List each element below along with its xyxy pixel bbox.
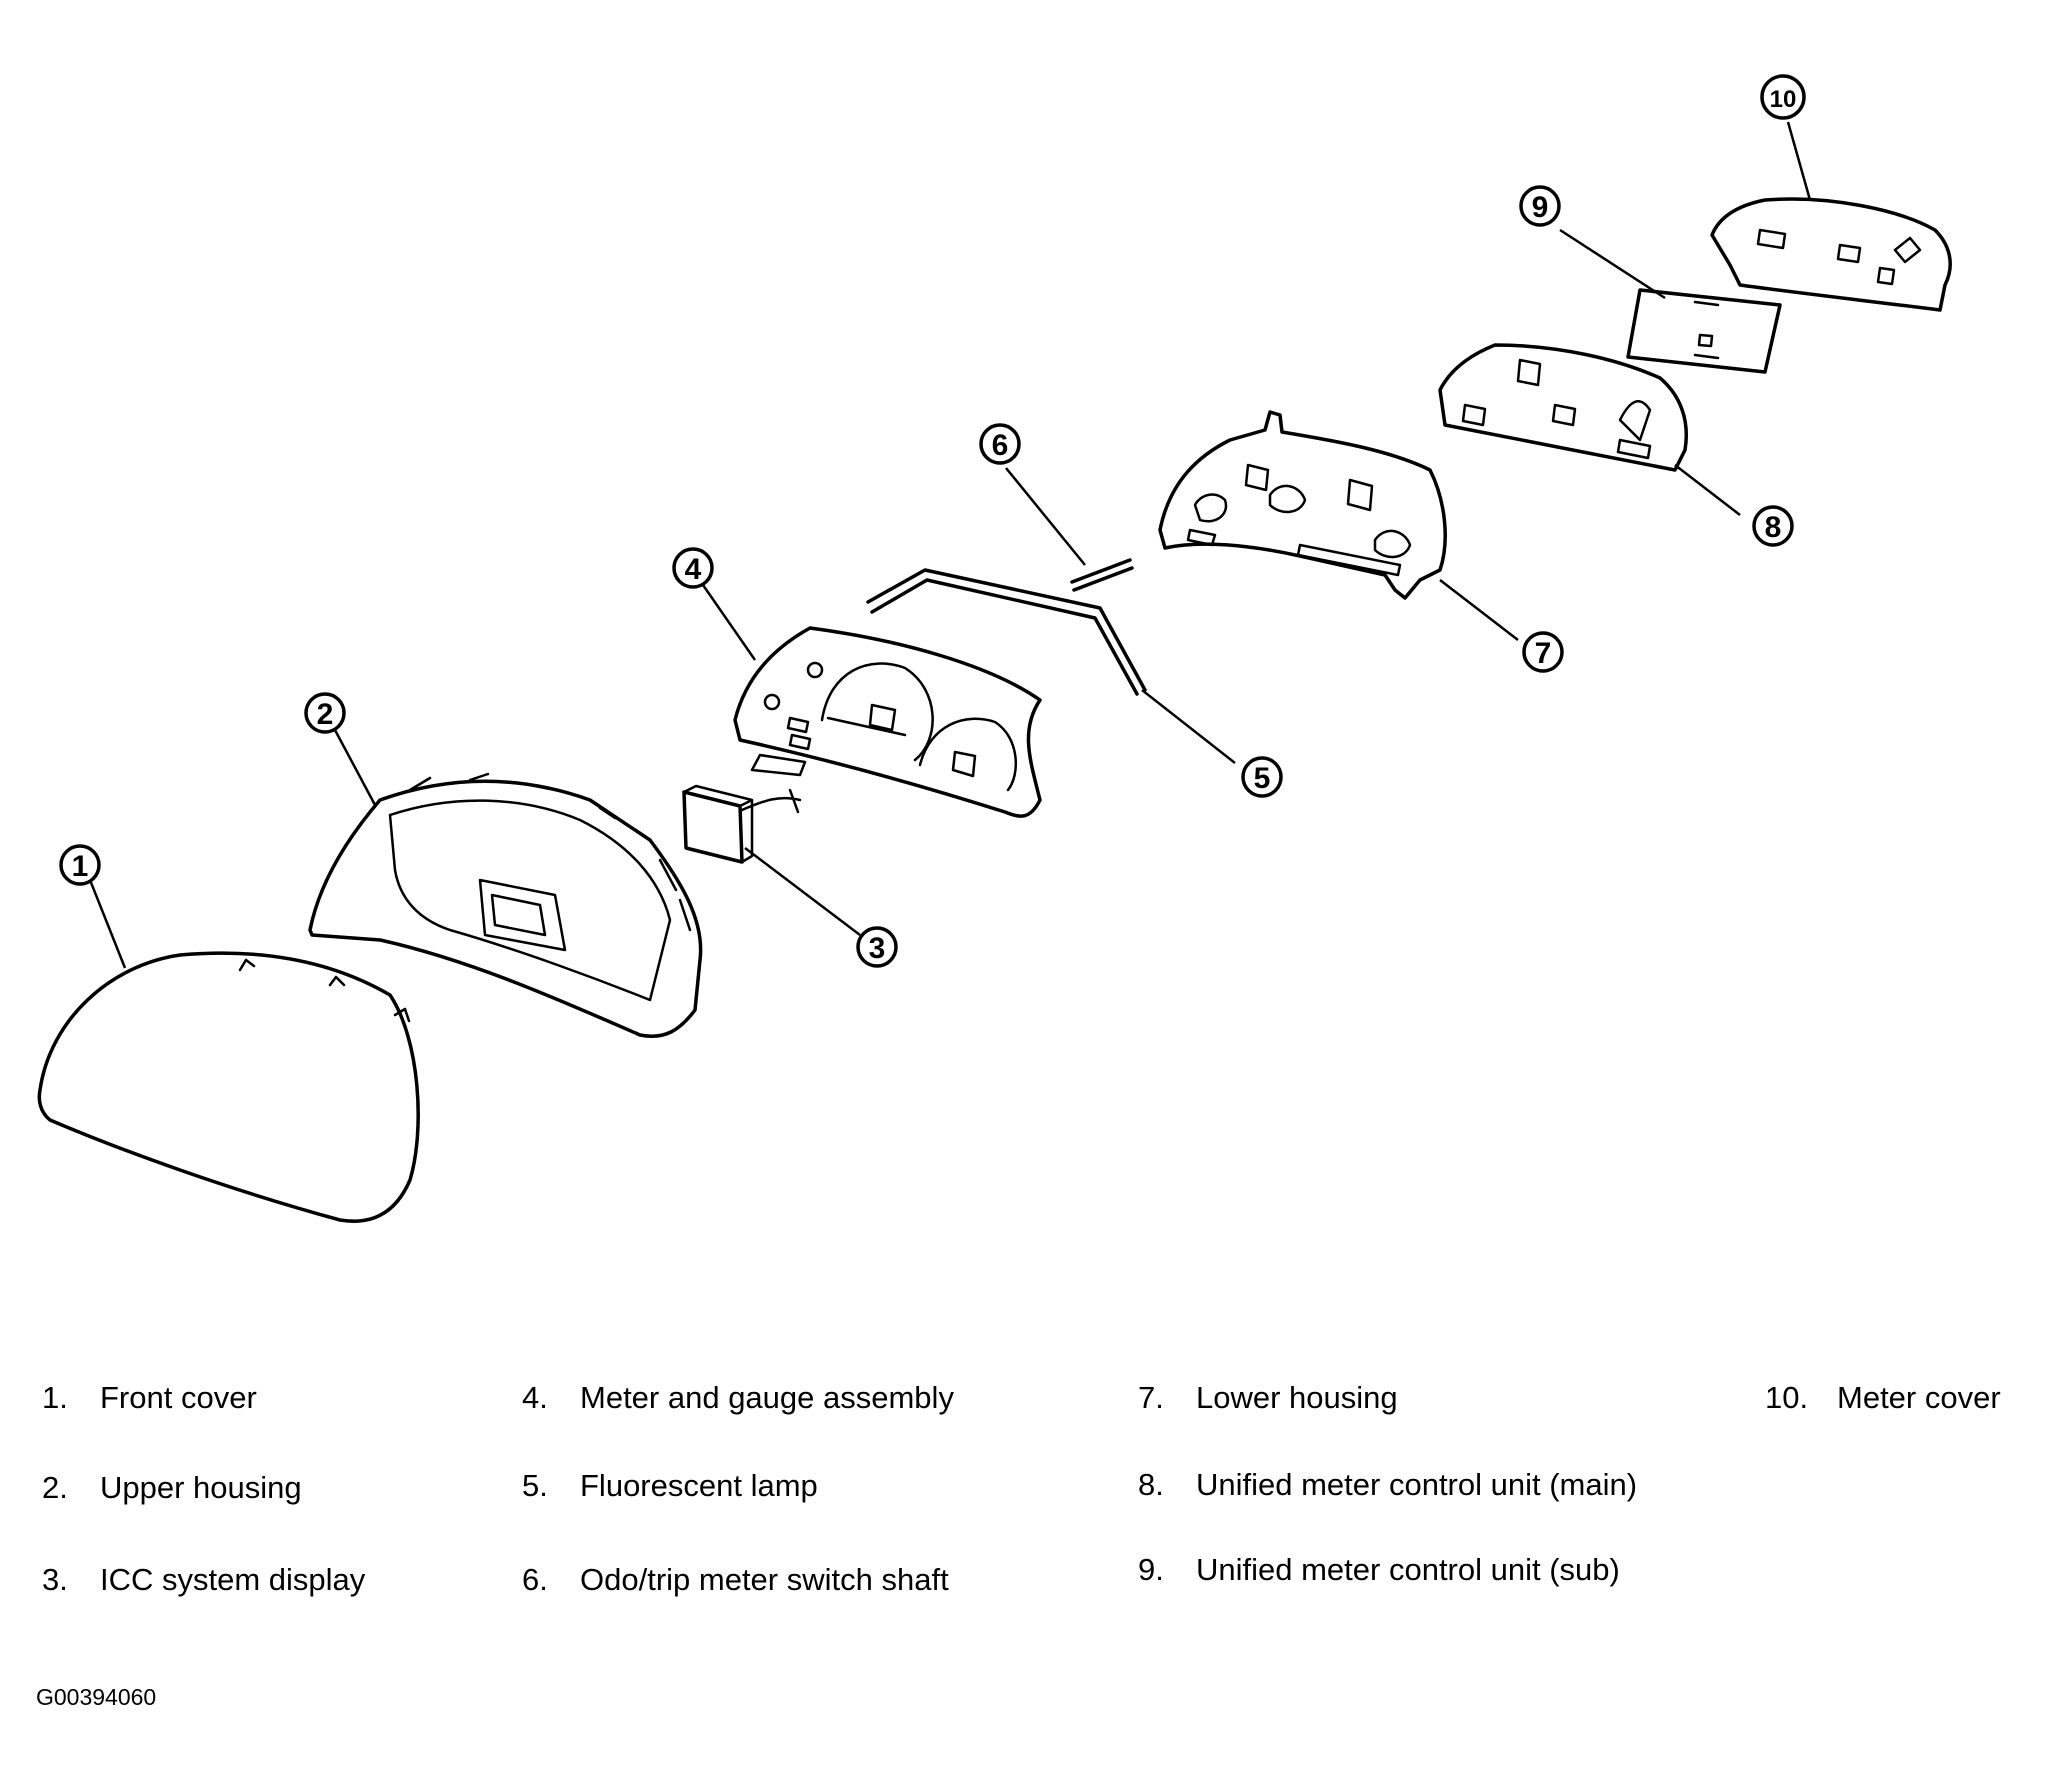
svg-text:5: 5 bbox=[1254, 762, 1271, 795]
legend-item-4: 4. Meter and gauge assembly bbox=[522, 1380, 954, 1416]
figure-code: G00394060 bbox=[36, 1684, 157, 1710]
callout-1: 1 bbox=[59, 844, 101, 886]
legend-label: Unified meter control unit (sub) bbox=[1196, 1552, 1620, 1587]
part-lower-housing bbox=[1158, 410, 1447, 600]
svg-text:8: 8 bbox=[1765, 511, 1782, 544]
legend-item-3: 3. ICC system display bbox=[42, 1562, 365, 1598]
callout-4: 4 bbox=[672, 547, 714, 589]
callout-7: 7 bbox=[1522, 631, 1564, 673]
part-meter-gauge-assembly bbox=[733, 626, 1042, 818]
legend-item-7: 7. Lower housing bbox=[1138, 1380, 1398, 1416]
legend-number: 10. bbox=[1765, 1380, 1809, 1415]
svg-text:7: 7 bbox=[1535, 637, 1552, 670]
svg-text:1: 1 bbox=[72, 850, 89, 883]
callout-6: 6 bbox=[979, 423, 1021, 465]
leader-lines bbox=[88, 121, 1812, 969]
legend-label: Unified meter control unit (main) bbox=[1196, 1467, 1638, 1502]
legend-label: Meter cover bbox=[1837, 1380, 2001, 1415]
part-icc-system-display bbox=[682, 784, 802, 864]
legend-item-1: 1. Front cover bbox=[42, 1380, 257, 1416]
part-front-cover bbox=[37, 951, 420, 1223]
legend-number: 9. bbox=[1138, 1552, 1164, 1587]
legend-number: 3. bbox=[42, 1562, 68, 1597]
legend-number: 6. bbox=[522, 1562, 548, 1597]
legend-item-2: 2. Upper housing bbox=[42, 1470, 302, 1506]
svg-text:10: 10 bbox=[1770, 86, 1797, 113]
part-meter-cover bbox=[1710, 197, 1952, 312]
legend-item-6: 6. Odo/trip meter switch shaft bbox=[522, 1562, 949, 1598]
svg-text:3: 3 bbox=[869, 932, 886, 965]
callout-2: 2 bbox=[304, 692, 346, 734]
part-odo-trip-switch-shaft bbox=[1070, 558, 1134, 592]
legend-number: 1. bbox=[42, 1380, 68, 1415]
svg-text:6: 6 bbox=[992, 429, 1009, 462]
legend-item-5: 5. Fluorescent lamp bbox=[522, 1468, 818, 1504]
callout-3: 3 bbox=[856, 926, 898, 968]
legend-item-8: 8. Unified meter control unit (main) bbox=[1138, 1467, 1637, 1503]
legend-item-9: 9. Unified meter control unit (sub) bbox=[1138, 1552, 1620, 1588]
legend-label: Fluorescent lamp bbox=[580, 1468, 818, 1503]
legend-label: Upper housing bbox=[100, 1470, 302, 1505]
part-control-unit-main bbox=[1438, 343, 1688, 472]
legend-label: Meter and gauge assembly bbox=[580, 1380, 954, 1415]
part-fluorescent-lamp bbox=[866, 568, 1147, 696]
svg-text:9: 9 bbox=[1532, 191, 1549, 224]
legend-label: Odo/trip meter switch shaft bbox=[580, 1562, 949, 1597]
callout-10: 10 bbox=[1760, 74, 1806, 120]
legend-number: 4. bbox=[522, 1380, 548, 1415]
svg-text:4: 4 bbox=[685, 553, 702, 586]
callout-9: 9 bbox=[1519, 185, 1561, 227]
callout-8: 8 bbox=[1752, 505, 1794, 547]
legend-number: 8. bbox=[1138, 1467, 1164, 1502]
part-control-unit-sub bbox=[1626, 288, 1782, 374]
legend-number: 5. bbox=[522, 1468, 548, 1503]
part-upper-housing bbox=[308, 772, 703, 1038]
legend-number: 2. bbox=[42, 1470, 68, 1505]
legend-item-10: 10. Meter cover bbox=[1765, 1380, 2001, 1416]
legend-label: Front cover bbox=[100, 1380, 257, 1415]
svg-text:2: 2 bbox=[317, 698, 334, 731]
legend-number: 7. bbox=[1138, 1380, 1164, 1415]
legend-label: ICC system display bbox=[100, 1562, 366, 1597]
legend-label: Lower housing bbox=[1196, 1380, 1398, 1415]
callout-5: 5 bbox=[1241, 756, 1283, 798]
